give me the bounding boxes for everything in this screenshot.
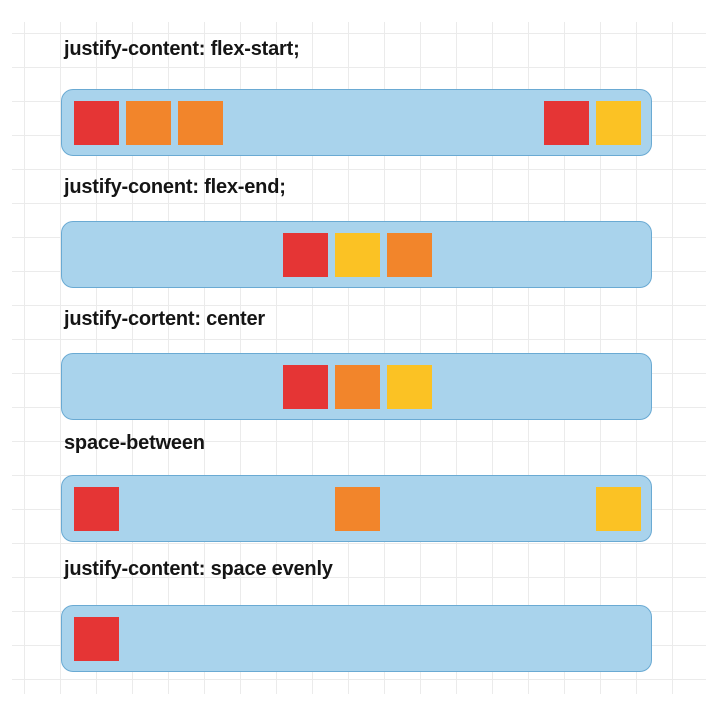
flex-item-yellow xyxy=(335,233,380,277)
flex-container-flex-start xyxy=(61,89,652,156)
flex-item-orange xyxy=(335,365,380,409)
flex-item-red xyxy=(283,233,328,277)
flex-item-red xyxy=(544,101,589,145)
flex-item-red xyxy=(74,101,119,145)
flex-item-orange xyxy=(178,101,223,145)
section-label-space-evenly: justify-content: space evenly xyxy=(64,558,333,580)
flex-container-space-evenly xyxy=(61,605,652,672)
section-label-flex-start: justify-content: flex-start; xyxy=(64,38,300,60)
flex-item-orange xyxy=(335,487,380,531)
flex-item-orange xyxy=(387,233,432,277)
flex-container-flex-end xyxy=(61,221,652,288)
flex-container-center xyxy=(61,353,652,420)
flex-item-red xyxy=(74,617,119,661)
flex-item-yellow xyxy=(596,101,641,145)
section-label-space-between: space-between xyxy=(64,432,205,454)
flex-item-orange xyxy=(126,101,171,145)
flex-item-red xyxy=(283,365,328,409)
flex-item-red xyxy=(74,487,119,531)
flex-container-space-between xyxy=(61,475,652,542)
flex-item-yellow xyxy=(596,487,641,531)
section-label-center: justify-cortent: center xyxy=(64,308,265,330)
flex-item-yellow xyxy=(387,365,432,409)
section-label-flex-end: justify-conent: flex-end; xyxy=(64,176,286,198)
